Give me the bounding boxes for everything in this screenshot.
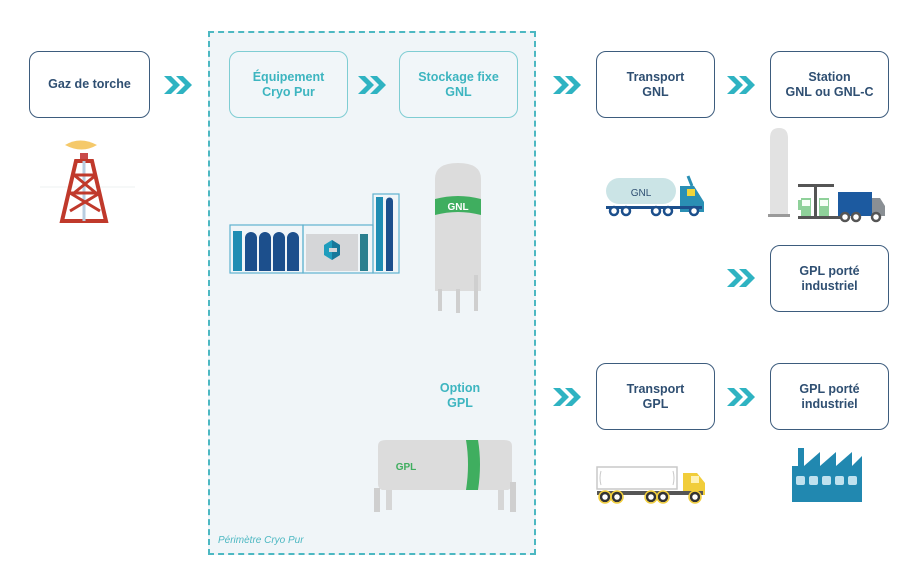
option-gpl-label: Option GPL bbox=[439, 381, 481, 410]
factory-icon bbox=[792, 448, 862, 502]
node-equipement-cryo-pur: Équipement Cryo Pur bbox=[229, 51, 348, 118]
gnl-tank-label: GNL bbox=[447, 202, 468, 213]
tanker-truck-icon: GNL bbox=[606, 175, 704, 217]
cryo-equipment-icon bbox=[229, 193, 400, 274]
chevron-arrow-icon bbox=[358, 76, 386, 94]
trailer-truck-icon bbox=[596, 466, 705, 504]
node-gpl-porte-industriel-top: GPL porté industriel bbox=[770, 245, 889, 312]
flare-tower-icon bbox=[40, 140, 135, 223]
chevron-arrow-icon bbox=[164, 76, 192, 94]
fuel-station-icon bbox=[768, 128, 885, 223]
horizontal-tank-icon: GPL bbox=[374, 440, 516, 512]
chevron-arrow-icon bbox=[727, 388, 755, 406]
chevron-arrow-icon bbox=[553, 388, 581, 406]
chevron-arrow-icon bbox=[727, 76, 755, 94]
node-station-gnl: Station GNL ou GNL-C bbox=[770, 51, 889, 118]
node-gpl-porte-industriel-bottom: GPL porté industriel bbox=[770, 363, 889, 430]
node-gaz-de-torche: Gaz de torche bbox=[29, 51, 150, 118]
node-transport-gnl: Transport GNL bbox=[596, 51, 715, 118]
gnl-truck-label: GNL bbox=[631, 188, 652, 199]
perimeter-label: Périmètre Cryo Pur bbox=[218, 535, 304, 546]
vertical-tank-icon: GNL bbox=[435, 163, 481, 313]
gpl-tank-label: GPL bbox=[396, 462, 417, 473]
chevron-arrow-icon bbox=[727, 269, 755, 287]
chevron-arrow-icon bbox=[553, 76, 581, 94]
node-stockage-fixe-gnl: Stockage fixe GNL bbox=[399, 51, 518, 118]
node-transport-gpl: Transport GPL bbox=[596, 363, 715, 430]
